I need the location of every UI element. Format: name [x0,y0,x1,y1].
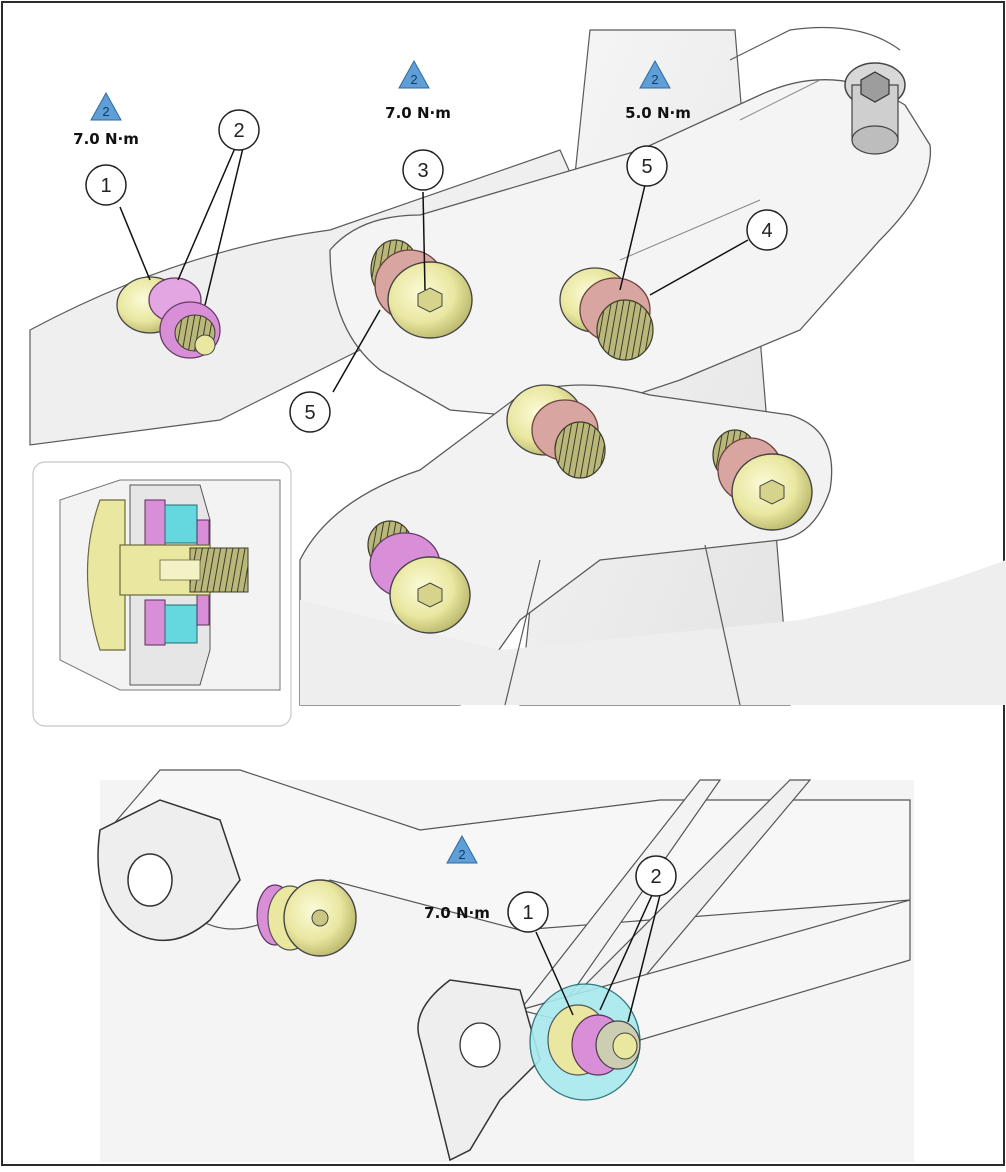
callout-5-lower: 5 [289,391,331,433]
bottom-figure: 2 7.0 N·m 1 2 [97,769,914,1162]
top-leader-lines [119,147,749,393]
rocker-bolt-left [506,384,606,479]
warning-triangle-icon [446,834,478,864]
callout-3: 3 [402,149,444,191]
callout-number: 2 [650,866,661,888]
callout-4: 4 [746,209,788,251]
torque-value: 5.0 N·m [625,104,691,122]
callout-number: 5 [304,402,315,424]
bottom-left-bolt [256,879,357,957]
callout-number: 5 [641,156,652,178]
bolt-3 [370,239,473,339]
top-figure: 2 7.0 N·m 2 7.0 N·m 2 5.0 N·m 1 2 3 5 [29,26,1006,706]
torque-value: 7.0 N·m [73,130,139,148]
callout-2: 2 [218,109,260,151]
torque-symbol-number: 2 [410,72,417,87]
torque-value: 7.0 N·m [424,904,490,922]
bottom-callout-2: 2 [635,855,677,897]
warning-triangle-icon [398,59,430,89]
bottom-leader-lines [535,894,661,1023]
frame-line [504,559,541,706]
torque-label-3: 2 5.0 N·m [625,59,691,122]
callout-number: 4 [761,220,772,242]
bottom-right-bolt [529,983,641,1101]
frame-line [619,199,761,261]
torque-symbol-number: 2 [651,72,658,87]
callout-number: 3 [417,160,428,182]
callout-5-upper: 5 [626,145,668,187]
torque-label-2: 2 7.0 N·m [385,59,451,122]
rocker-bolt-right [712,429,813,531]
warning-triangle-icon [639,59,671,89]
bottom-callout-1: 1 [507,891,549,933]
rocker-bolt-lower [367,520,471,634]
callout-number: 2 [233,120,244,142]
callout-1: 1 [85,164,127,206]
cross-section-inset [32,461,292,727]
frame-line [729,26,901,61]
warning-triangle-icon [90,91,122,121]
callout-number: 1 [522,902,533,924]
torque-label-1: 2 7.0 N·m [73,91,139,148]
torque-value: 7.0 N·m [385,104,451,122]
right-dropout [417,979,541,1162]
bolt-4 [559,267,654,361]
frame-line [704,544,741,706]
bottom-torque-label: 2 7.0 N·m [424,834,490,922]
bolt-cluster-1 [116,276,221,359]
torque-symbol-number: 2 [458,847,465,862]
top-socket-bolt [844,62,906,155]
frame-line [739,79,821,121]
lower-frame-block [300,560,1006,705]
torque-symbol-number: 2 [102,104,109,119]
callout-number: 1 [100,175,111,197]
